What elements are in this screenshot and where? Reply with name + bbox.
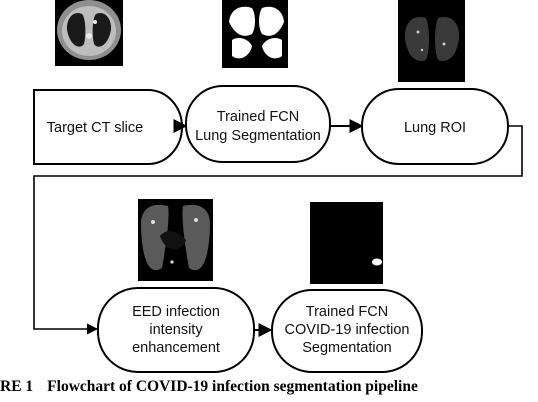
enhanced-image [138, 199, 213, 281]
node-covid-segmentation: Trained FCN COVID-19 infection Segmentat… [271, 289, 423, 373]
node-lung-roi-label: Lung ROI [404, 120, 466, 136]
lung-roi-image [398, 0, 465, 82]
figure-number: RE 1 [0, 378, 34, 395]
node-eed-line-1: EED infection [132, 304, 220, 320]
figure-caption-text: Flowchart of COVID-19 infection segmenta… [47, 378, 418, 395]
infection-mask-image [310, 202, 383, 284]
node-lung-segmentation: Trained FCN Lung Segmentation [185, 85, 331, 163]
node-eed-line-2: intensity [149, 322, 203, 338]
arrow-roi-to-eed [33, 125, 523, 335]
ct-slice-image [55, 0, 123, 66]
figure-caption: RE 1 Flowchart of COVID-19 infection segm… [0, 378, 418, 396]
node-lung-seg-line-2: Lung Segmentation [195, 128, 321, 144]
node-eed-line-3: enhancement [132, 340, 220, 356]
lung-mask-image [222, 0, 288, 68]
node-eed-enhancement: EED infection intensity enhancement [97, 287, 255, 373]
node-target-ct-label: Target CT slice [47, 120, 143, 136]
node-lung-seg-line-1: Trained FCN [217, 109, 299, 125]
node-lung-roi: Lung ROI [361, 88, 509, 165]
node-covid-line-1: Trained FCN [306, 304, 388, 320]
node-covid-line-3: Segmentation [302, 340, 391, 356]
node-covid-line-2: COVID-19 infection [285, 322, 410, 338]
node-target-ct-slice: Target CT slice [33, 89, 183, 165]
